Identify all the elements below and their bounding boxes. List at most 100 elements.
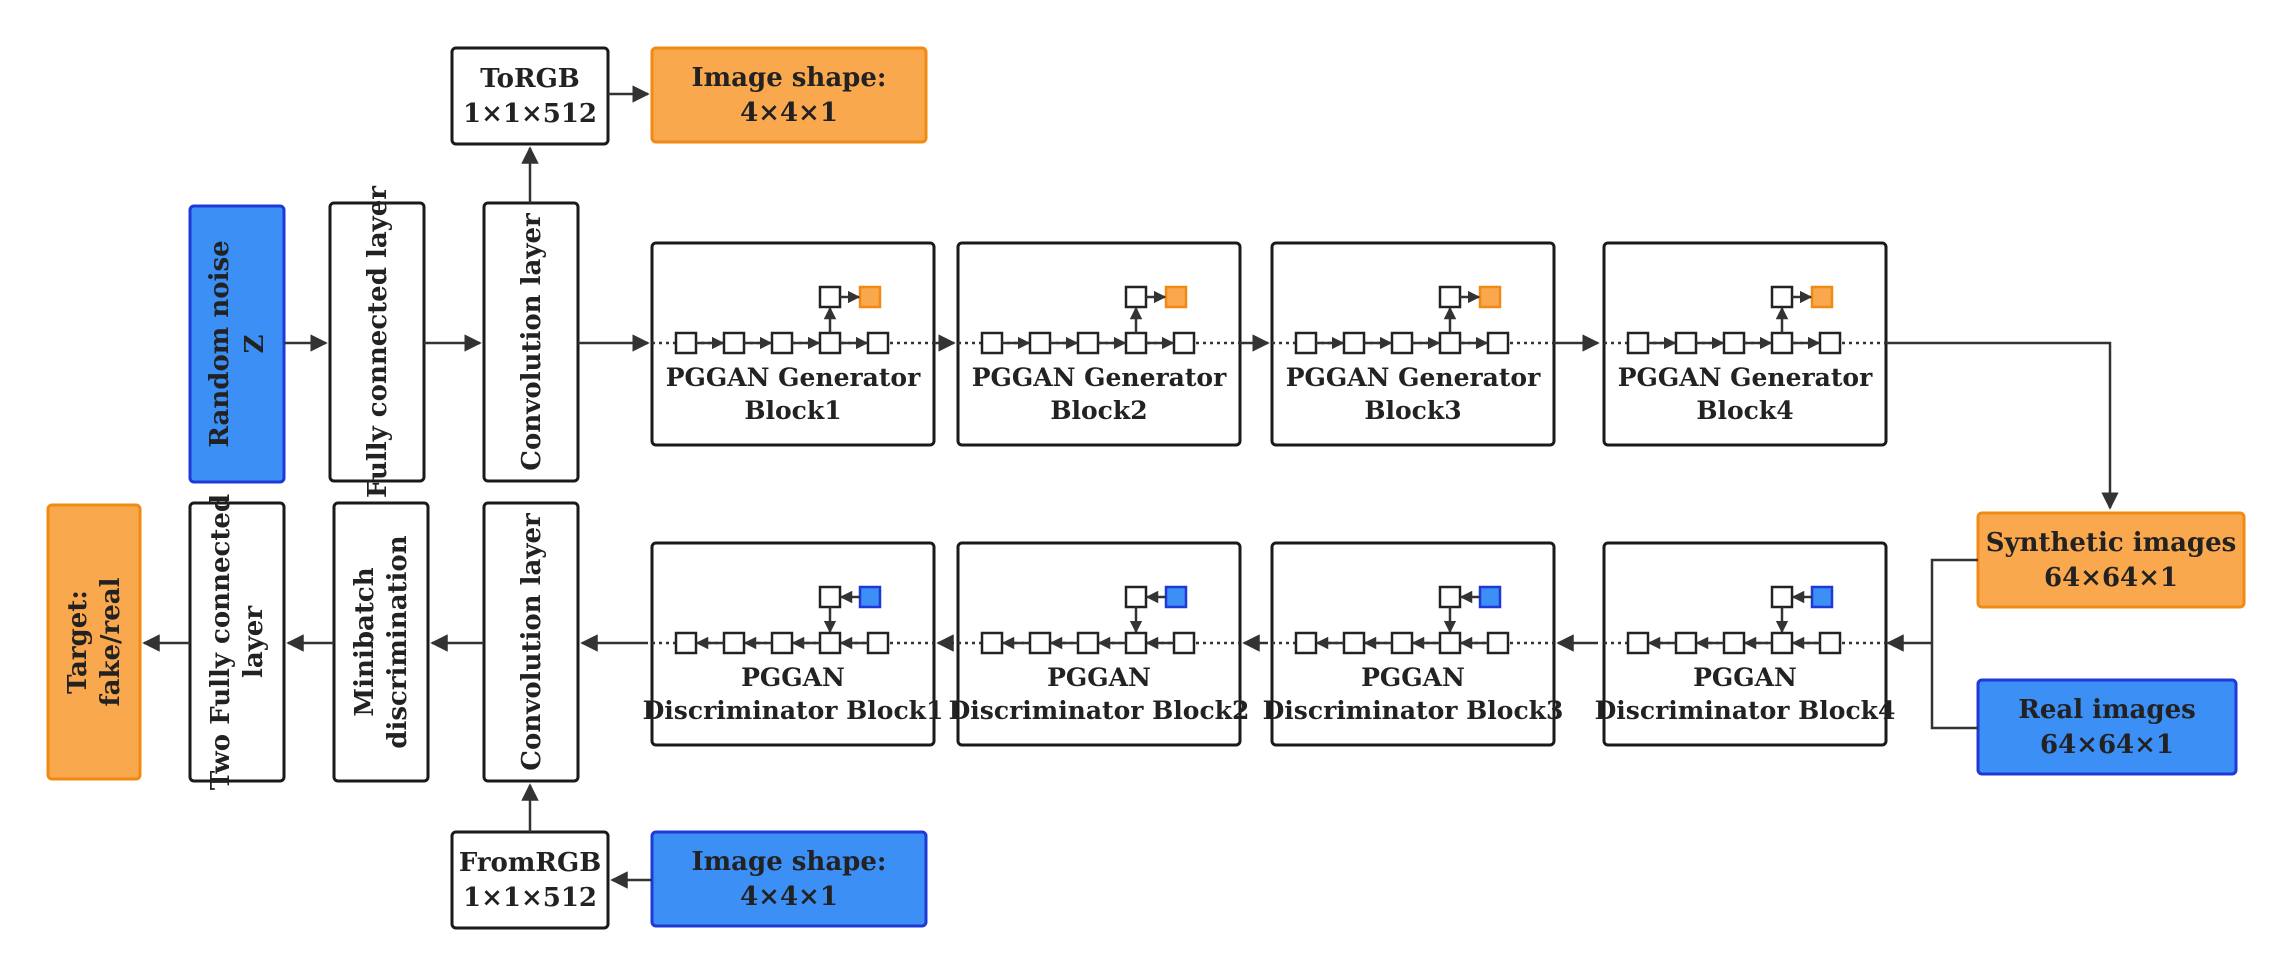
generator-image-shape-value: 4×4×1 (740, 98, 838, 128)
fromrgb-input-node (1810, 585, 1834, 609)
synthetic-images-shape: 64×64×1 (2044, 563, 2178, 593)
generator-branch-node (1438, 285, 1462, 309)
generator-branch-node (1124, 285, 1148, 309)
fromrgb-input-node (1164, 585, 1188, 609)
discriminator-layer-node (722, 631, 746, 655)
target-node: Target: fake/real (46, 503, 142, 781)
random-noise-z: Z (240, 334, 270, 353)
discriminator-layer-node (1124, 631, 1148, 655)
target-label: Target: (63, 590, 93, 694)
discriminator-branch-node (1438, 585, 1462, 609)
torgb-output-node (858, 285, 882, 309)
torgb-output-node (1164, 285, 1188, 309)
generator-block-subtitle: Block1 (744, 396, 841, 425)
generator-block-title: PGGAN Generator (1618, 363, 1873, 392)
torgb-output-node (1478, 285, 1502, 309)
discriminator-branch-node (1124, 585, 1148, 609)
discriminator-block-subtitle: Discriminator Block1 (643, 696, 944, 725)
generator-layer-node (1770, 331, 1794, 355)
fully-connected-label: Fully connected layer (363, 186, 393, 498)
torgb-output-node (1810, 285, 1834, 309)
discriminator-layer-node (1674, 631, 1698, 655)
fromrgb-shape: 1×1×512 (463, 883, 597, 913)
generator-layer-node (1124, 331, 1148, 355)
discriminator-branch-node (818, 585, 842, 609)
generator-layer-node (1674, 331, 1698, 355)
discriminator-image-shape-label: Image shape: (692, 847, 887, 877)
generator-convolution-label: Convolution layer (517, 213, 547, 471)
discriminator-block-subtitle: Discriminator Block2 (949, 696, 1250, 725)
discriminator-convolution-node: Convolution layer (482, 501, 580, 783)
generator-image-shape-label: Image shape: (692, 63, 887, 93)
discriminator-layer-node (1626, 631, 1650, 655)
torgb-label: ToRGB (480, 64, 580, 94)
real-images-label: Real images (2018, 695, 2196, 725)
discriminator-block-subtitle: Discriminator Block4 (1595, 696, 1896, 725)
generator-layer-node (1390, 331, 1414, 355)
generator-layer-node (980, 331, 1004, 355)
inputs-merge-line (1930, 558, 1978, 730)
generator-block-title: PGGAN Generator (666, 363, 921, 392)
minibatch-label-line2: discrimination (383, 535, 413, 748)
discriminator-block-title: PGGAN (1361, 663, 1465, 692)
target-value: fake/real (96, 577, 126, 706)
discriminator-image-shape-node: Image shape: 4×4×1 (650, 830, 928, 928)
discriminator-block-title: PGGAN (1693, 663, 1797, 692)
discriminator-layer-node (1076, 631, 1100, 655)
random-noise-node: Random noise Z (188, 204, 286, 484)
fromrgb-input-node (858, 585, 882, 609)
fromrgb-input-node (1478, 585, 1502, 609)
generator-layer-node (770, 331, 794, 355)
generator-block-subtitle: Block2 (1050, 396, 1147, 425)
generator-layer-node (1076, 331, 1100, 355)
two-fc-label-line2: layer (239, 606, 269, 678)
real-images-node: Real images 64×64×1 (1976, 678, 2238, 776)
generator-block-title: PGGAN Generator (1286, 363, 1541, 392)
discriminator-layer-node (1438, 631, 1462, 655)
generator-layer-node (1486, 331, 1510, 355)
minibatch-discrimination-node: Minibatch discrimination (332, 501, 430, 783)
random-noise-label: Random noise (205, 240, 235, 447)
discriminator-layer-node (1770, 631, 1794, 655)
fromrgb-label: FromRGB (459, 848, 601, 878)
discriminator-layer-node (980, 631, 1004, 655)
discriminator-layer-node (1722, 631, 1746, 655)
generator-layer-node (1438, 331, 1462, 355)
discriminator-image-shape-value: 4×4×1 (740, 882, 838, 912)
discriminator-layer-node (1172, 631, 1196, 655)
gblock4-to-synthetic-arrow (1884, 341, 2119, 510)
generator-layer-node (674, 331, 698, 355)
discriminator-block-title: PGGAN (741, 663, 845, 692)
discriminator-layer-node (1342, 631, 1366, 655)
generator-layer-node (818, 331, 842, 355)
discriminator-layer-node (1486, 631, 1510, 655)
discriminator-block-1: PGGAN Discriminator Block1 (643, 541, 944, 747)
discriminator-layer-node (1818, 631, 1842, 655)
discriminator-layer-node (770, 631, 794, 655)
discriminator-layer-node (1028, 631, 1052, 655)
generator-branch-node (1770, 285, 1794, 309)
discriminator-layer-node (1390, 631, 1414, 655)
generator-layer-node (866, 331, 890, 355)
generator-layer-node (1028, 331, 1052, 355)
fromrgb-node: FromRGB 1×1×512 (450, 830, 610, 930)
synthetic-images-node: Synthetic images 64×64×1 (1976, 511, 2246, 609)
generator-layer-node (1722, 331, 1746, 355)
discriminator-block-4: PGGAN Discriminator Block4 (1595, 541, 1896, 747)
generator-layer-node (722, 331, 746, 355)
discriminator-layer-node (818, 631, 842, 655)
generator-layer-node (1342, 331, 1366, 355)
torgb-shape: 1×1×512 (463, 99, 597, 129)
generator-layer-node (1294, 331, 1318, 355)
discriminator-branch-node (1770, 585, 1794, 609)
two-fully-connected-node: Two Fully connected layer (188, 494, 286, 790)
discriminator-layer-node (674, 631, 698, 655)
discriminator-block-title: PGGAN (1047, 663, 1151, 692)
